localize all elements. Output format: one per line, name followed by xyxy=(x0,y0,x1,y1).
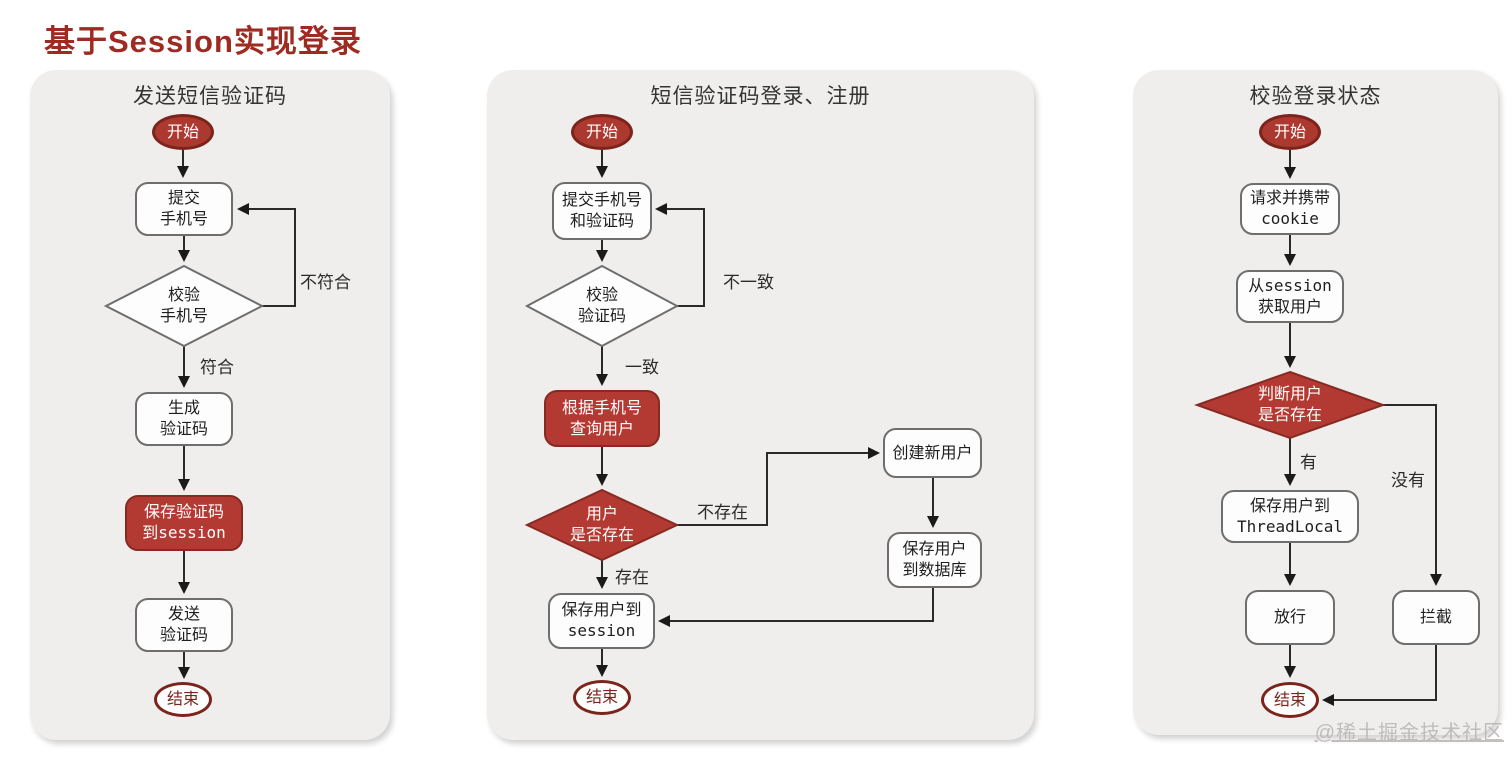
save-user-session-node: 保存用户到 session xyxy=(548,593,655,649)
arrow-intercept-to-end xyxy=(1322,645,1437,706)
allow-node: 放行 xyxy=(1245,590,1335,645)
query-user-node: 根据手机号 查询用户 xyxy=(544,390,660,447)
edge-label-yes: 有 xyxy=(1300,453,1317,473)
judge-user-diamond-label: 判断用户 是否存在 xyxy=(1257,384,1322,424)
arrow-no-to-intercept xyxy=(1383,404,1442,586)
submit-phone-node: 提交 手机号 xyxy=(135,182,233,236)
edge-label-match: 一致 xyxy=(625,358,659,378)
flow-connectors-3 xyxy=(1194,150,1442,706)
panel-check-login-state: 校验登录状态 开始 请求并携带 cookie 从session 获取用户 判 xyxy=(1133,70,1498,735)
edge-label-mismatch: 不符合 xyxy=(300,273,351,293)
check-phone-diamond-shape xyxy=(103,264,265,348)
arrow-loop-mismatch xyxy=(655,203,705,307)
start-node: 开始 xyxy=(571,114,633,150)
save-user-threadlocal-node: 保存用户到 ThreadLocal xyxy=(1221,490,1359,543)
check-phone-diamond-label: 校验 手机号 xyxy=(159,285,208,325)
edge-label-match: 符合 xyxy=(200,358,234,378)
save-user-db-node: 保存用户 到数据库 xyxy=(887,532,982,588)
flow-connectors-1 xyxy=(103,150,296,679)
get-user-from-session-node: 从session 获取用户 xyxy=(1236,270,1344,323)
panel-title-3: 校验登录状态 xyxy=(1249,85,1382,108)
intercept-node: 拦截 xyxy=(1392,590,1480,645)
edge-label-not-exist: 不存在 xyxy=(697,503,748,523)
flow-connectors-2 xyxy=(524,150,939,677)
arrow-loop-mismatch xyxy=(237,203,296,307)
end-node: 结束 xyxy=(154,682,212,717)
panel-title-2: 短信验证码登录、注册 xyxy=(650,85,871,108)
edge-label-no: 没有 xyxy=(1391,471,1425,491)
arrow-savedb-to-savesession xyxy=(658,588,934,627)
check-code-diamond-shape xyxy=(524,264,680,348)
panel-sms-login-register: 短信验证码登录、注册 开始 提交手机号 和 xyxy=(487,70,1034,740)
edge-label-exist: 存在 xyxy=(615,568,649,588)
start-node: 开始 xyxy=(152,114,214,150)
user-exists-diamond-shape xyxy=(524,488,680,562)
start-node: 开始 xyxy=(1259,114,1321,150)
create-user-node: 创建新用户 xyxy=(883,428,982,478)
user-exists-diamond-label: 用户 是否存在 xyxy=(569,504,634,544)
panel-send-sms-code: 发送短信验证码 开始 提交 手机号 校验 手机号 不符合 符合 生成 验证码 xyxy=(30,70,390,740)
submit-phone-code-node: 提交手机号 和验证码 xyxy=(552,182,652,240)
arrow-notexist-to-create xyxy=(677,447,880,526)
judge-user-diamond-shape xyxy=(1194,370,1386,440)
page-title: 基于Session实现登录 xyxy=(44,24,362,59)
watermark: @稀土掘金技术社区 xyxy=(1314,722,1504,744)
request-cookie-node: 请求并携带 cookie xyxy=(1240,183,1340,235)
end-node: 结束 xyxy=(1261,682,1319,718)
panel-title-1: 发送短信验证码 xyxy=(133,85,287,108)
save-code-to-session-node: 保存验证码 到session xyxy=(125,495,243,551)
check-code-diamond-label: 校验 验证码 xyxy=(577,285,626,325)
end-node: 结束 xyxy=(573,680,631,715)
send-code-node: 发送 验证码 xyxy=(135,598,233,652)
edge-label-mismatch: 不一致 xyxy=(723,273,774,293)
generate-code-node: 生成 验证码 xyxy=(135,392,233,446)
